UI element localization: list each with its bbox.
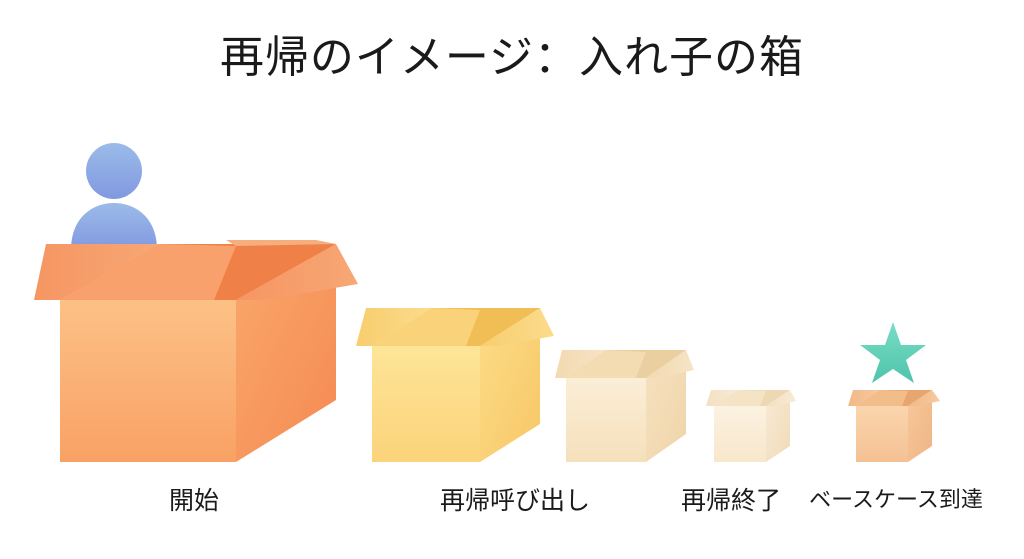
box-base-case xyxy=(848,390,940,462)
label-start: 開始 xyxy=(168,486,220,515)
label-recursion-end: 再帰終了 xyxy=(680,486,782,515)
box-recursive-call xyxy=(356,308,554,462)
person-icon xyxy=(71,143,157,250)
diagram-title: 再帰のイメージ：入れ子の箱 xyxy=(219,32,805,83)
label-base-case: ベースケース到達 xyxy=(809,488,983,513)
box-nested xyxy=(555,350,694,462)
label-recursive-call: 再帰呼び出し xyxy=(439,486,591,515)
box-recursion-end xyxy=(706,390,796,462)
box-start xyxy=(34,240,358,462)
star-icon xyxy=(860,322,926,383)
